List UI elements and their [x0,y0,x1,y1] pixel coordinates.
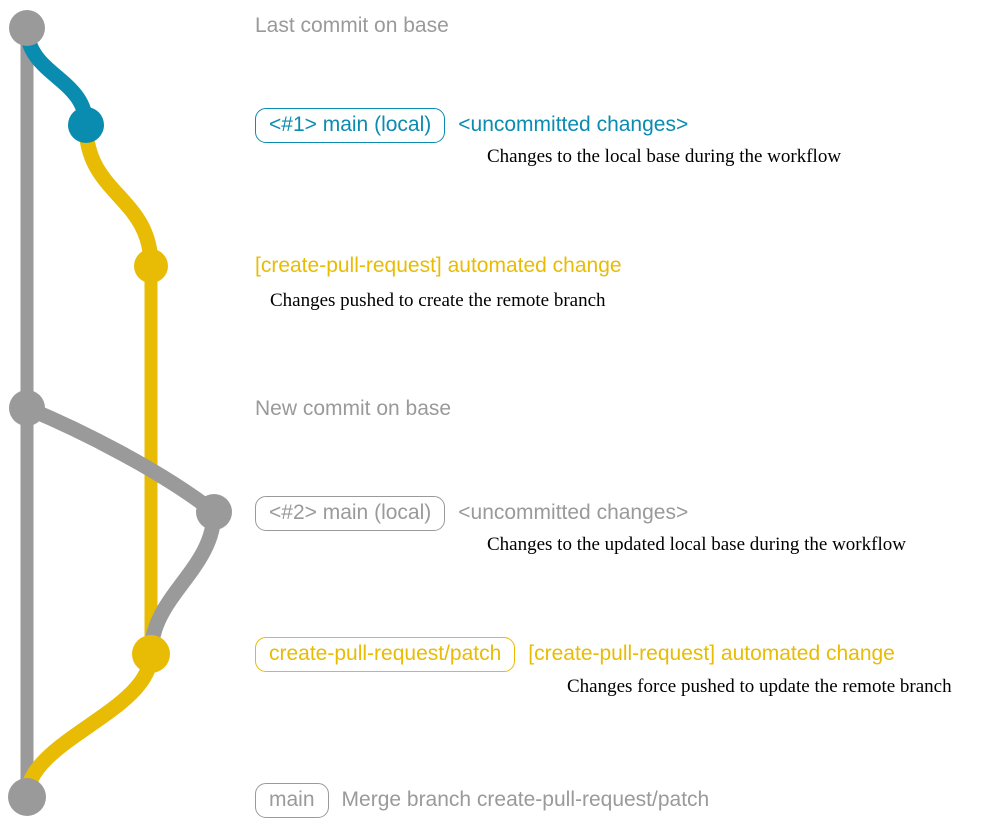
headline-automated-change-2: [create-pull-request] automated change [528,642,895,665]
headline-uncommitted-changes-2: <uncommitted changes> [458,501,689,524]
entry-last-commit-on-base: Last commit on base [255,15,449,36]
subtext-remote-commit-1: Changes pushed to create the remote bran… [270,290,606,311]
headline-new-commit-on-base: New commit on base [255,397,452,420]
commit-node-remote-1[interactable] [134,249,168,283]
commit-node-local-1[interactable] [68,107,104,143]
commit-node-local-2[interactable] [196,494,232,530]
edge-local-1-to-remote-1 [78,117,159,274]
badge-main-local-2[interactable]: <#2> main (local) [255,496,446,531]
subtext-local-commit-1: Changes to the local base during the wor… [487,146,842,167]
entry-local-commit-1: <#1> main (local) <uncommitted changes> [255,108,688,143]
edge-base-to-local-2 [19,400,222,520]
commit-node-remote-2[interactable] [132,635,170,673]
edge-local-2-to-remote-2 [143,504,222,662]
badge-main[interactable]: main [255,783,329,818]
subtext-remote-commit-2: Changes force pushed to update the remot… [567,676,952,697]
entry-new-commit-on-base: New commit on base [255,398,451,419]
badge-main-local-1[interactable]: <#1> main (local) [255,108,446,143]
commit-node-base-last[interactable] [9,10,45,46]
entry-local-commit-2: <#2> main (local) <uncommitted changes> [255,496,688,531]
badge-create-pull-request-patch[interactable]: create-pull-request/patch [255,637,516,672]
subtext-local-commit-2: Changes to the updated local base during… [487,534,906,555]
commit-node-base-new[interactable] [9,390,45,426]
entry-remote-commit-1: [create-pull-request] automated change [255,255,622,276]
commit-node-merge[interactable] [8,778,46,816]
headline-last-commit-on-base: Last commit on base [255,14,449,37]
headline-merge-branch: Merge branch create-pull-request/patch [341,788,710,811]
headline-uncommitted-changes-1: <uncommitted changes> [458,113,689,136]
edge-remote-2-to-merge [19,646,159,805]
headline-automated-change-1: [create-pull-request] automated change [255,254,622,277]
entry-remote-commit-2: create-pull-request/patch [create-pull-r… [255,637,895,672]
entry-merge-commit: main Merge branch create-pull-request/pa… [255,783,709,818]
